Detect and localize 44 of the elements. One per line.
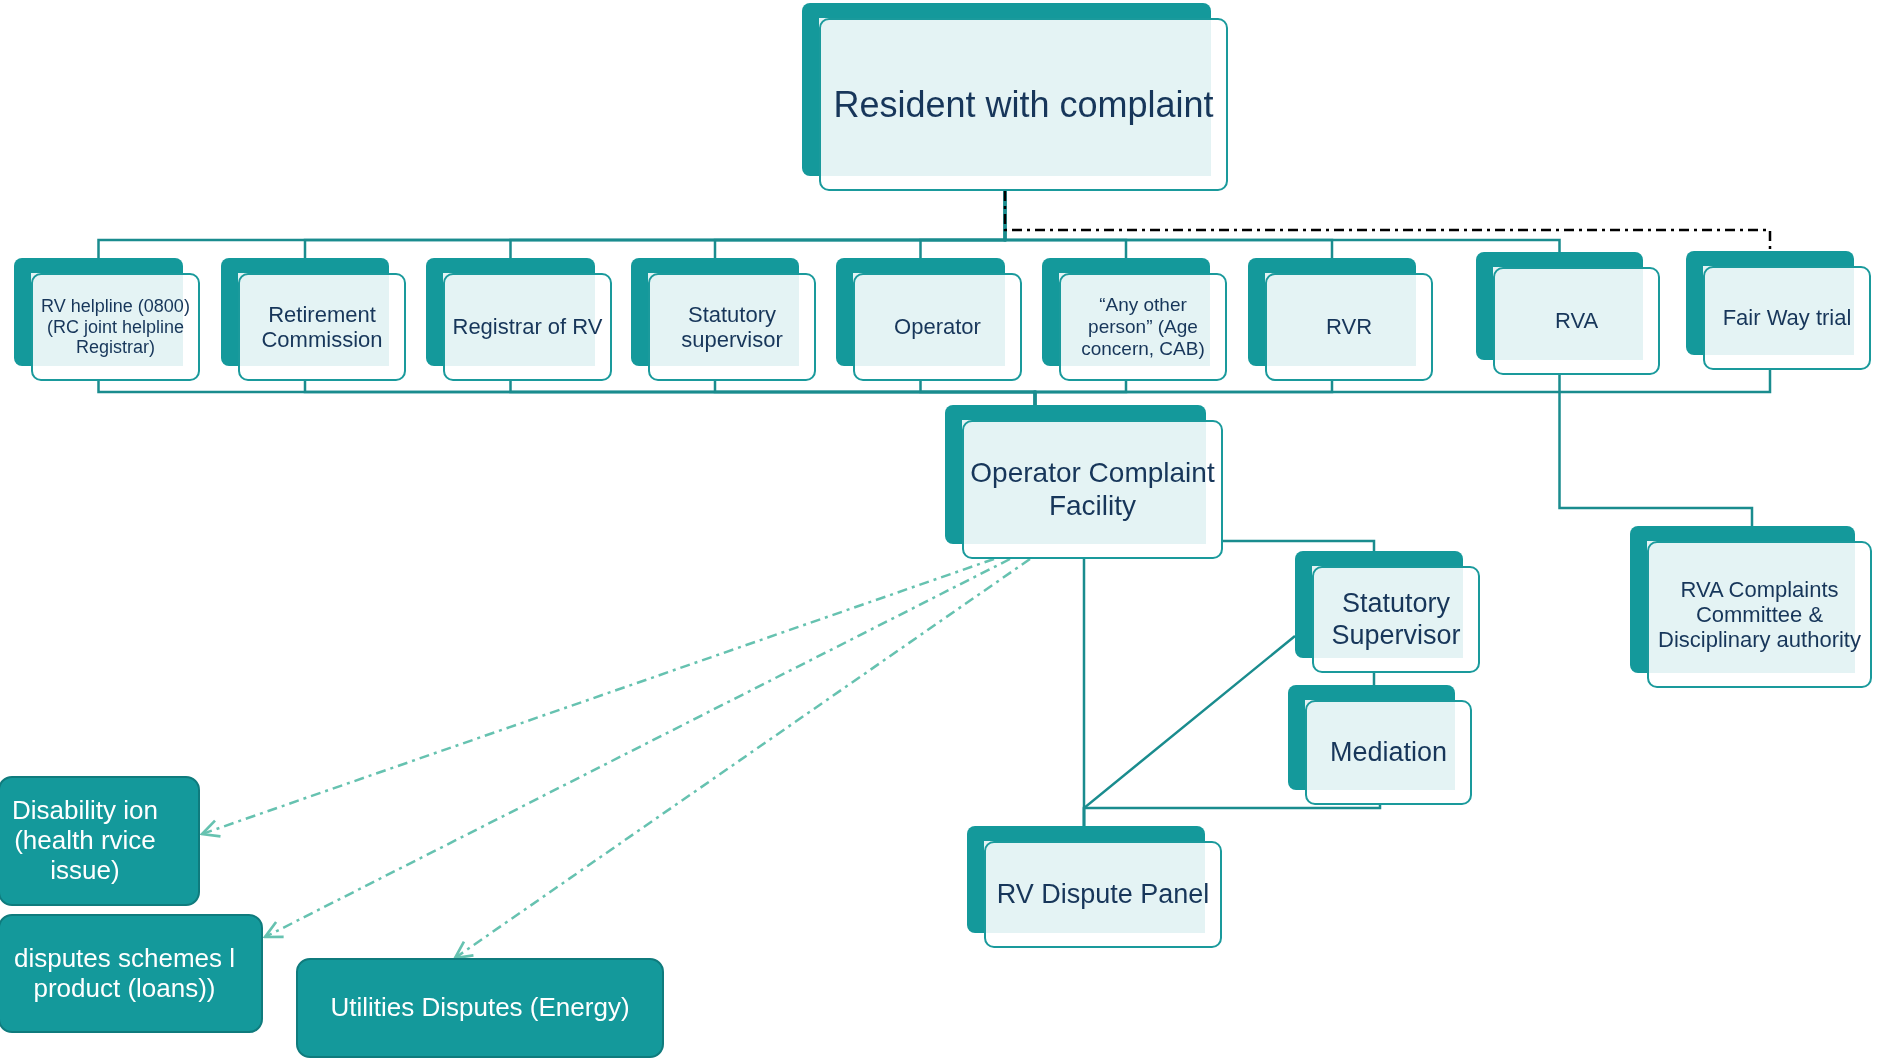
box-label: RVR — [1325, 314, 1373, 340]
connector-line — [1223, 539, 1376, 551]
box-label: RVA Complaints Committee & Disciplinary authority — [1657, 576, 1862, 653]
stacked-box — [14, 258, 200, 381]
connector-line — [1558, 375, 1754, 526]
box-label: “Any other person” (Age concern, CAB) — [1080, 294, 1206, 360]
arrow — [453, 557, 1031, 960]
stacked-box — [1686, 251, 1871, 370]
box-label: Statutory Supervisor — [1330, 588, 1462, 651]
stacked-box — [426, 258, 612, 381]
connector-line — [1082, 804, 1382, 826]
box-label: Mediation — [1329, 736, 1448, 768]
box-label: Operator Complaint Facility — [969, 457, 1216, 522]
arrow — [263, 557, 1011, 939]
stacked-box — [1042, 258, 1227, 381]
stacked-box — [945, 405, 1223, 559]
box-label: RVA — [1554, 308, 1599, 334]
stacked-box — [1476, 252, 1660, 375]
stacked-box — [631, 258, 816, 381]
rounded-box — [0, 914, 263, 1033]
box-label: Fair Way trial — [1722, 305, 1852, 331]
box-label: Registrar of RV — [452, 314, 603, 340]
stacked-box — [1288, 685, 1472, 805]
connector-line — [1003, 191, 1772, 251]
stacked-box — [221, 258, 406, 381]
box-label: disputes schemes l product (loans)) — [12, 943, 237, 1004]
stacked-box — [836, 258, 1022, 381]
box-label: RV helpline (0800) (RC joint helpline Registrar) — [40, 295, 191, 359]
stacked-box — [802, 3, 1228, 191]
box-label: Resident with complaint — [833, 83, 1214, 126]
box-label: Disability ion (health rvice issue) — [11, 796, 159, 886]
rounded-box — [0, 776, 200, 906]
stacked-box — [1630, 526, 1872, 688]
rounded-box — [296, 958, 664, 1058]
box-label: Retirement Commission — [260, 301, 384, 353]
box-label: Operator — [894, 314, 981, 340]
stacked-box — [967, 826, 1222, 948]
arrow — [200, 557, 995, 838]
box-label: Utilities Disputes (Energy) — [330, 993, 630, 1023]
stacked-box — [1248, 258, 1433, 381]
box-label: RV Dispute Panel — [996, 878, 1210, 910]
stacked-box — [1295, 551, 1480, 673]
box-label: Statutory supervisor — [680, 301, 784, 353]
connector-line — [1033, 370, 1772, 405]
